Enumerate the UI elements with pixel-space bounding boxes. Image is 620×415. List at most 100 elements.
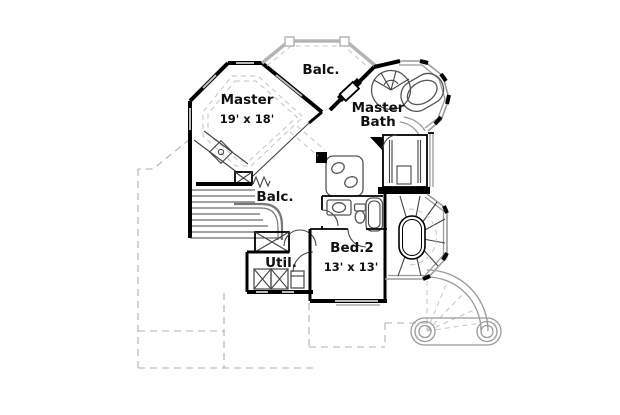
laundry-sink-icon [290,270,305,289]
stair-landing-band [410,317,502,346]
bay-corner-tick [439,72,448,83]
window [275,74,303,97]
double-door-arc [283,229,301,247]
double-door-arc [299,229,317,247]
curved-railing-inner [234,207,279,240]
washer-x [253,268,272,290]
balcony-top-label: Balc. [302,62,339,78]
tub-outline [365,197,384,232]
shower-circle [370,69,412,111]
fireplace [193,130,253,185]
bedroom-2-room: Bed.2 13' x 13' [308,194,387,306]
shower-spoke [390,78,410,91]
balcony-top: Balc. [260,36,379,78]
master-entry-wall [252,122,310,177]
spiral-staircase-tower [378,187,449,281]
stair-outer-arc-2 [426,269,489,332]
walk-in-closet [382,134,428,188]
master-room-dimensions: 19' x 18' [220,112,274,126]
toilet-tank [353,203,367,212]
tower-top-wall [378,187,430,194]
main-staircase: Balc. [190,175,294,240]
tub-basin [406,79,438,106]
closet-shelf [396,165,412,185]
bed2-door-arc [347,228,367,248]
fireplace-flue-icon [208,139,234,165]
stair-outer-arc [426,276,482,332]
bay-topleft-wall [373,59,401,69]
utility-room: Util. [245,250,314,294]
flue-box [208,139,234,165]
appliance-box [290,270,305,289]
tub-icon [365,197,384,232]
master-entry-jamb [308,110,323,125]
bay-inner-wall [399,64,446,129]
toilet-icon [353,203,367,224]
sink-icon [344,176,358,188]
lower-floor-dashed-outline [137,138,428,369]
dryer-box [270,268,289,290]
tower-corner-tick [442,205,449,214]
hall-closet [254,229,317,253]
dryer-icon [270,268,289,290]
bath-door-arc [321,209,339,227]
master-bath-label-2: Bath [360,114,395,130]
bay-corner-tick [445,94,451,105]
inner-balcony-label: Balc. [256,189,293,205]
tower-inner-wall [388,196,445,277]
exterior-curved-stair [410,269,502,346]
bath-entry-diagonal-wall [328,65,376,112]
tub-platform [400,72,445,113]
toilet-bowl [354,210,366,224]
shower-hub [383,79,399,86]
utility-label: Util. [265,255,297,271]
hall-ceiling-break [296,125,326,151]
window [202,74,217,89]
vanity [289,125,383,197]
tub-step-arc [399,121,420,136]
curved-railing [234,202,284,240]
spiral-newel-outer [398,215,426,260]
sink-icon [331,202,347,213]
lower-floor-left-corner [138,138,191,170]
closet-x [254,231,290,253]
vanity-counter [325,155,364,197]
bay-corner-tick [433,115,443,126]
walk-line-arc [407,208,437,266]
master-bedroom-room: Master 19' x 18' [188,61,324,238]
balcony-inner-dashed [266,45,370,69]
railing-post [284,36,295,47]
spiral-newel-inner [402,219,422,256]
fireplace-band-line [193,139,239,174]
closet-door-arc [382,134,398,150]
tub-inner [367,200,381,229]
stair-post-right-inner [480,324,494,339]
bathtub-icon [400,72,445,113]
door-leaf-icon [338,80,361,103]
tub-step-arc [403,116,426,132]
tower-corner-tick [441,252,449,261]
balcony-railing [260,39,379,69]
stair-post-left [414,320,436,343]
flue-circle [217,148,225,156]
railing-post [339,36,350,47]
hall-bathroom [321,195,384,232]
bedroom-2-dimensions: 13' x 13' [324,260,378,274]
opening-squiggle [252,175,271,189]
master-bath-label-1: Master [352,100,405,116]
dryer-x [270,268,289,290]
shower-spoke [373,79,392,91]
stair-post-right [476,320,498,343]
tower-corner-tick [422,274,431,281]
door-leaf [338,80,361,103]
master-bath-room: Master Bath [352,59,451,187]
stair-ray [426,322,482,332]
column-block [316,152,327,163]
shower-icon [370,69,412,111]
bay-corner-tick [419,59,429,65]
corner-wall-block [370,137,383,151]
sink-icon [331,162,345,174]
bedroom-2-label: Bed.2 [330,240,374,256]
